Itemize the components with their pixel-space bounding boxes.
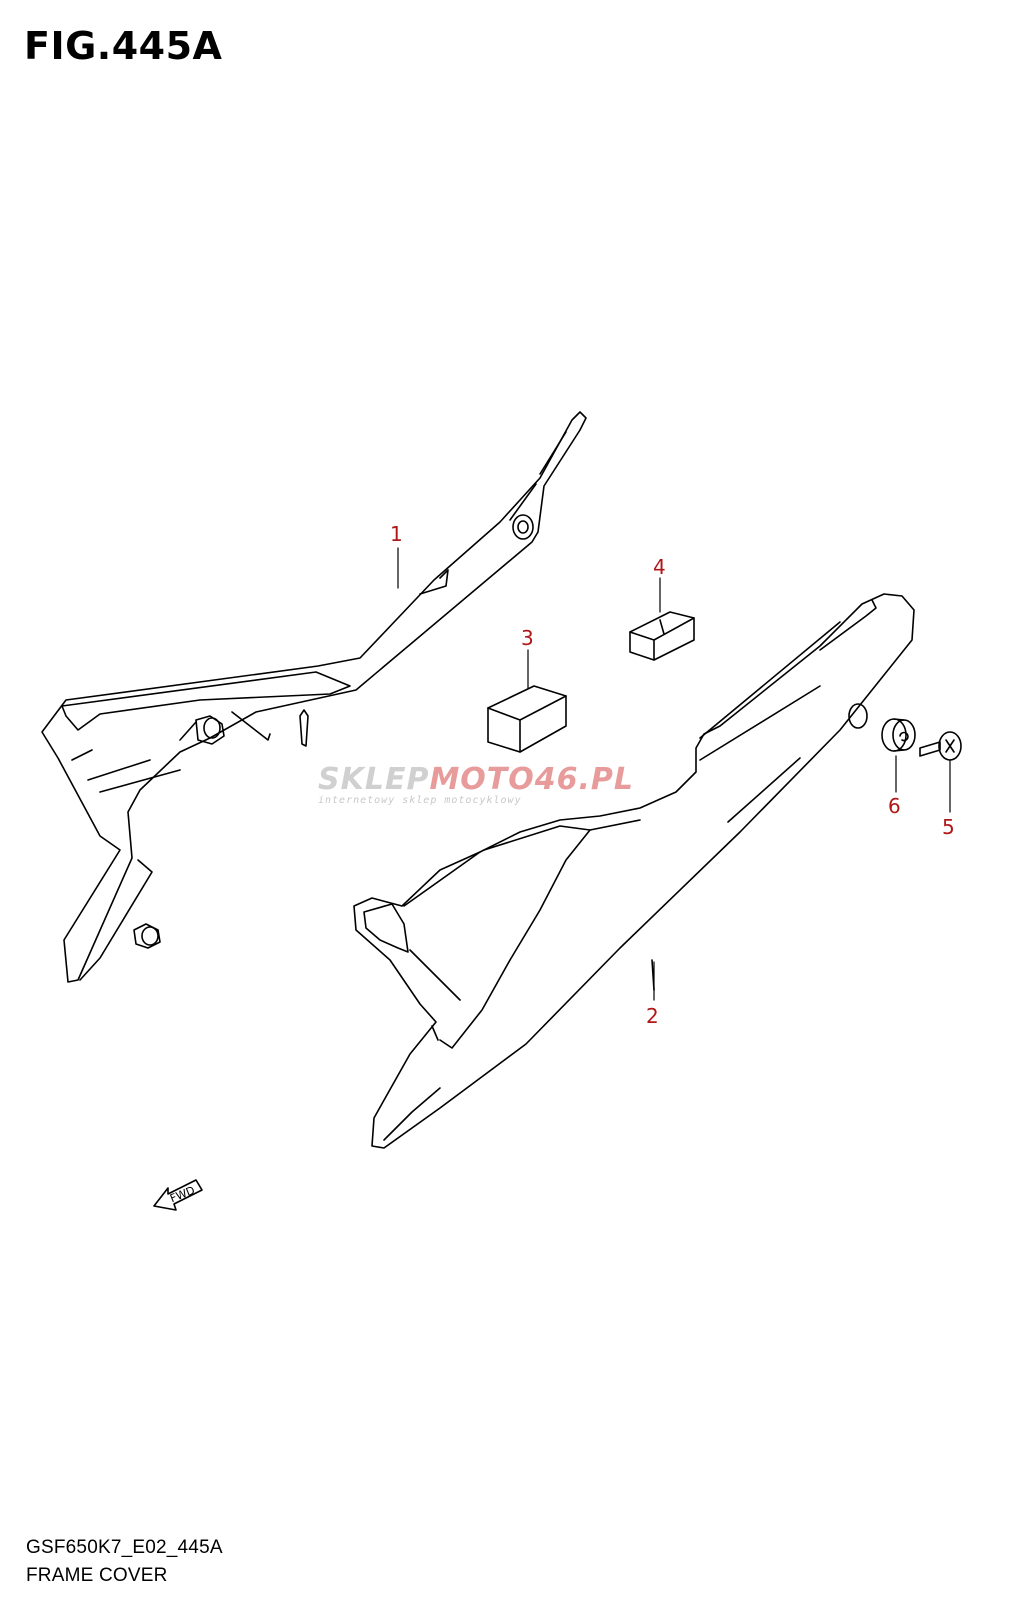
callout-5: 5 (942, 815, 955, 839)
leader-lines (397, 547, 951, 1001)
fwd-label: FWD (168, 1184, 197, 1206)
watermark: SKLEPMOTO46.PL (318, 762, 634, 797)
part-6-grommet (881, 718, 916, 752)
pin-icon (133, 923, 161, 949)
watermark-sub: internetowy sklep motocyklowy (318, 795, 522, 806)
footer-code: GSF650K7_E02_445A (26, 1537, 223, 1558)
figure-title: FIG.445A (24, 24, 223, 68)
callout-4: 4 (653, 555, 666, 579)
forward-arrow-icon (153, 1179, 203, 1211)
part-2-frame-cover-right (353, 593, 915, 1149)
callout-6: 6 (888, 794, 901, 818)
part-3-cushion (487, 685, 567, 753)
watermark-main-a: SKLEP (318, 762, 430, 797)
footer-name: FRAME COVER (26, 1565, 168, 1586)
watermark-main-b: MOTO46.PL (429, 762, 635, 797)
pin-icon (179, 715, 225, 745)
part-1-frame-cover-left (41, 411, 587, 983)
part-5-screw (919, 731, 962, 761)
part-4-cushion (629, 611, 695, 661)
callout-1: 1 (390, 522, 403, 546)
callout-3: 3 (521, 626, 534, 650)
callout-2: 2 (646, 1004, 659, 1028)
